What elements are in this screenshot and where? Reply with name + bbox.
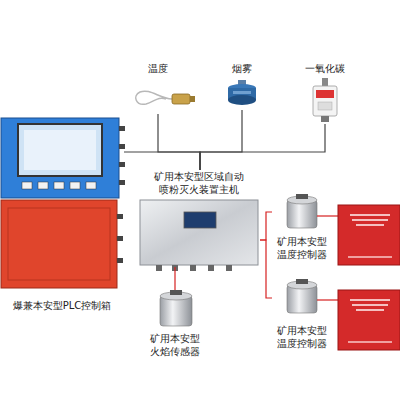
host-box-art [140,200,258,271]
node-label: 爆兼本安型PLC控制箱 [13,299,112,312]
plc-box: 爆兼本安型PLC控制箱 [0,118,124,312]
host-box: 矿用本安型区域自动 喷粉灭火装置主机 [138,170,260,267]
extinguisher-box-art [338,205,400,350]
temperature-sensor-art [136,91,195,104]
node-label: 烟雾 [232,62,252,75]
wire-connector [260,212,272,240]
sensor-node: 一氧化碳 [295,62,355,124]
temperature-controller: 矿用本安型 温度控制器 [272,193,332,261]
wire-connector [124,152,200,170]
co-sensor-art [313,78,337,122]
wire-connector [200,124,325,170]
node-label: 矿用本安型 温度控制器 [275,324,329,350]
node-label: 温度 [148,62,168,75]
node-label: 一氧化碳 [305,62,345,75]
flame-sensor: 矿用本安型 火焰传感器 [130,290,220,358]
plc-box-art [1,118,125,288]
wire-connector [200,110,242,170]
flame-sensor-art [160,290,192,326]
wire-connector [260,240,272,298]
wire-connector [158,114,200,170]
smoke-sensor-art [228,80,256,105]
wire-connector [174,267,175,290]
node-label: 矿用本安型区域自动 喷粉灭火装置主机 [152,170,246,196]
sensor-node: 温度 [128,62,188,114]
sensor-node: 烟雾 [217,62,267,110]
node-label: 矿用本安型 温度控制器 [275,235,329,261]
temperature-controller: 矿用本安型 温度控制器 [272,278,332,350]
node-label: 矿用本安型 火焰传感器 [148,332,202,358]
